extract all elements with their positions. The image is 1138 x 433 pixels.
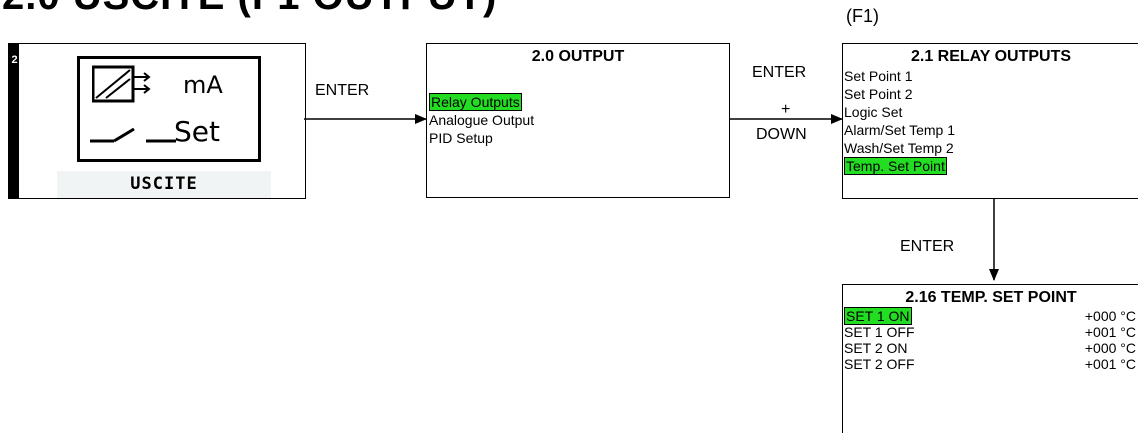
temp-setpoint-value: +001 °C — [1084, 324, 1136, 340]
temp-setpoint-label: SET 2 OFF — [844, 356, 915, 372]
relay-menu-item-set-point-1[interactable]: Set Point 1 — [844, 67, 955, 85]
output-menu-item-label: Relay Outputs — [429, 93, 522, 111]
arrow-label-down: DOWN — [756, 126, 807, 143]
output-menu-icon: mA Set — [77, 56, 261, 162]
temp-setpoint-row[interactable]: SET 2 ON +000 °C — [844, 340, 1136, 356]
device-menu-number: 2 — [11, 54, 18, 66]
relay-menu-tag: (F1) — [846, 6, 879, 26]
relay-switch-icon — [90, 127, 176, 143]
relay-menu-item-alarm-set-temp-1[interactable]: Alarm/Set Temp 1 — [844, 121, 955, 139]
output-menu-item-pid-setup[interactable]: PID Setup — [429, 129, 534, 147]
output-menu-title: 2.0 OUTPUT — [531, 48, 625, 65]
relay-menu-list: Set Point 1 Set Point 2 Logic Set Alarm/… — [844, 67, 955, 175]
output-menu-item-relay-outputs[interactable]: Relay Outputs — [429, 93, 534, 111]
relay-menu-item-logic-set[interactable]: Logic Set — [844, 103, 955, 121]
temp-setpoint-row[interactable]: SET 1 ON +000 °C — [844, 307, 1136, 325]
device-menu-label: USCITE — [130, 174, 198, 194]
output-menu-list: Relay Outputs Analogue Output PID Setup — [429, 93, 534, 147]
icon-set-label: Set — [174, 115, 220, 148]
device-footer — [57, 171, 271, 198]
temp-setpoint-value: +000 °C — [1084, 340, 1136, 356]
temp-setpoint-box: 2.16 TEMP. SET POINT SET 1 ON +000 °C SE… — [842, 284, 1138, 433]
relay-menu-item-wash-set-temp-2[interactable]: Wash/Set Temp 2 — [844, 139, 955, 157]
analog-output-icon — [92, 65, 151, 103]
temp-setpoint-value: +001 °C — [1084, 356, 1136, 372]
temp-setpoint-value: +000 °C — [1084, 308, 1136, 324]
arrow-label-plus: + — [781, 101, 791, 118]
relay-menu-item-label: Temp. Set Point — [844, 157, 947, 175]
temp-setpoint-row[interactable]: SET 2 OFF +001 °C — [844, 356, 1136, 372]
arrow-label-enter-3: ENTER — [900, 238, 955, 255]
relay-menu-item-label: Logic Set — [844, 104, 903, 120]
icon-ma-label: mA — [183, 71, 223, 99]
relay-menu-item-label: Set Point 2 — [844, 86, 913, 102]
relay-menu-box: 2.1 RELAY OUTPUTS Set Point 1 Set Point … — [842, 43, 1138, 199]
arrow-label-enter-1: ENTER — [315, 82, 370, 99]
temp-setpoint-label: SET 1 OFF — [844, 324, 915, 340]
temp-setpoint-label: SET 1 ON — [844, 307, 912, 325]
arrow-label-enter-2: ENTER — [752, 64, 807, 81]
relay-menu-item-label: Alarm/Set Temp 1 — [844, 122, 956, 138]
relay-menu-item-set-point-2[interactable]: Set Point 2 — [844, 85, 955, 103]
output-menu-item-label: Analogue Output — [429, 112, 535, 128]
output-menu-box: 2.0 OUTPUT Relay Outputs Analogue Output… — [426, 43, 730, 198]
output-menu-item-analogue-output[interactable]: Analogue Output — [429, 111, 534, 129]
relay-menu-item-temp-set-point[interactable]: Temp. Set Point — [844, 157, 955, 175]
temp-setpoint-row[interactable]: SET 1 OFF +001 °C — [844, 324, 1136, 340]
device-screen: 2 mA Set USCITE — [8, 43, 306, 199]
temp-setpoint-title: 2.16 TEMP. SET POINT — [905, 289, 1077, 306]
output-menu-item-label: PID Setup — [429, 130, 493, 146]
page-header-title: 2.0 USCITE (F1 OUTPUT) — [2, 0, 497, 19]
relay-menu-item-label: Wash/Set Temp 2 — [844, 140, 954, 156]
temp-setpoint-label: SET 2 ON — [844, 340, 908, 356]
relay-menu-title: 2.1 RELAY OUTPUTS — [910, 48, 1072, 65]
temp-setpoint-list: SET 1 ON +000 °C SET 1 OFF +001 °C SET 2… — [844, 307, 1136, 372]
device-side-strip — [9, 44, 19, 198]
relay-menu-item-label: Set Point 1 — [844, 68, 913, 84]
